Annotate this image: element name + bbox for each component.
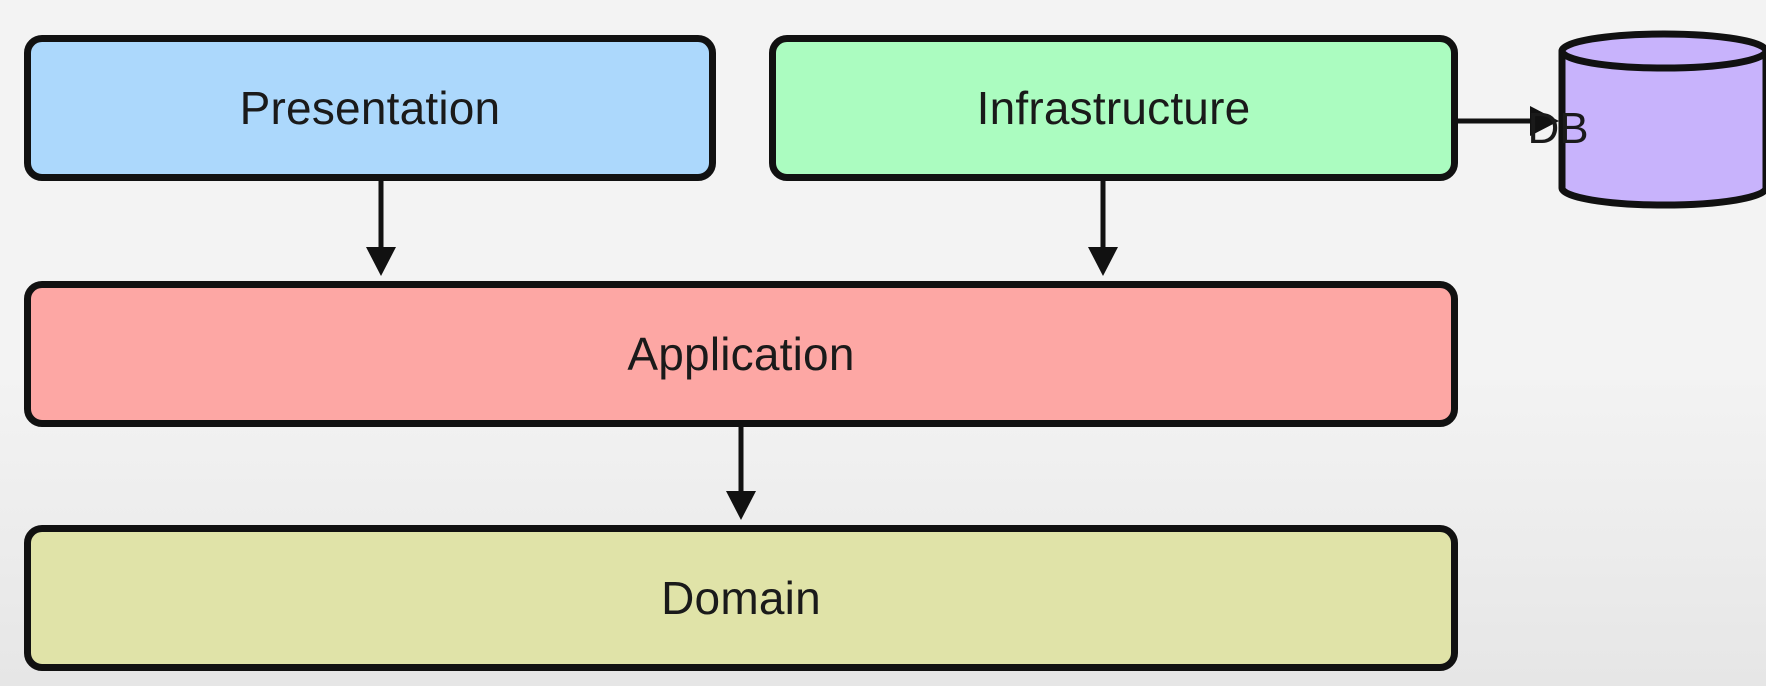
db-label: DB	[1527, 104, 1589, 153]
domain-layer-label: Domain	[661, 572, 821, 624]
presentation-layer: Presentation	[24, 35, 716, 181]
arrow-presentation-to-application	[366, 181, 396, 276]
domain-layer: Domain	[24, 525, 1458, 671]
infrastructure-layer-label: Infrastructure	[976, 82, 1251, 134]
presentation-layer-label: Presentation	[239, 82, 501, 134]
application-layer: Application	[24, 281, 1458, 427]
arrow-application-to-domain	[726, 427, 756, 520]
db-cylinder-icon	[1558, 30, 1766, 209]
infrastructure-layer: Infrastructure	[769, 35, 1458, 181]
arrow-infrastructure-to-application	[1088, 181, 1118, 276]
application-layer-label: Application	[627, 328, 855, 380]
arrow-infrastructure-to-db	[1458, 106, 1559, 136]
